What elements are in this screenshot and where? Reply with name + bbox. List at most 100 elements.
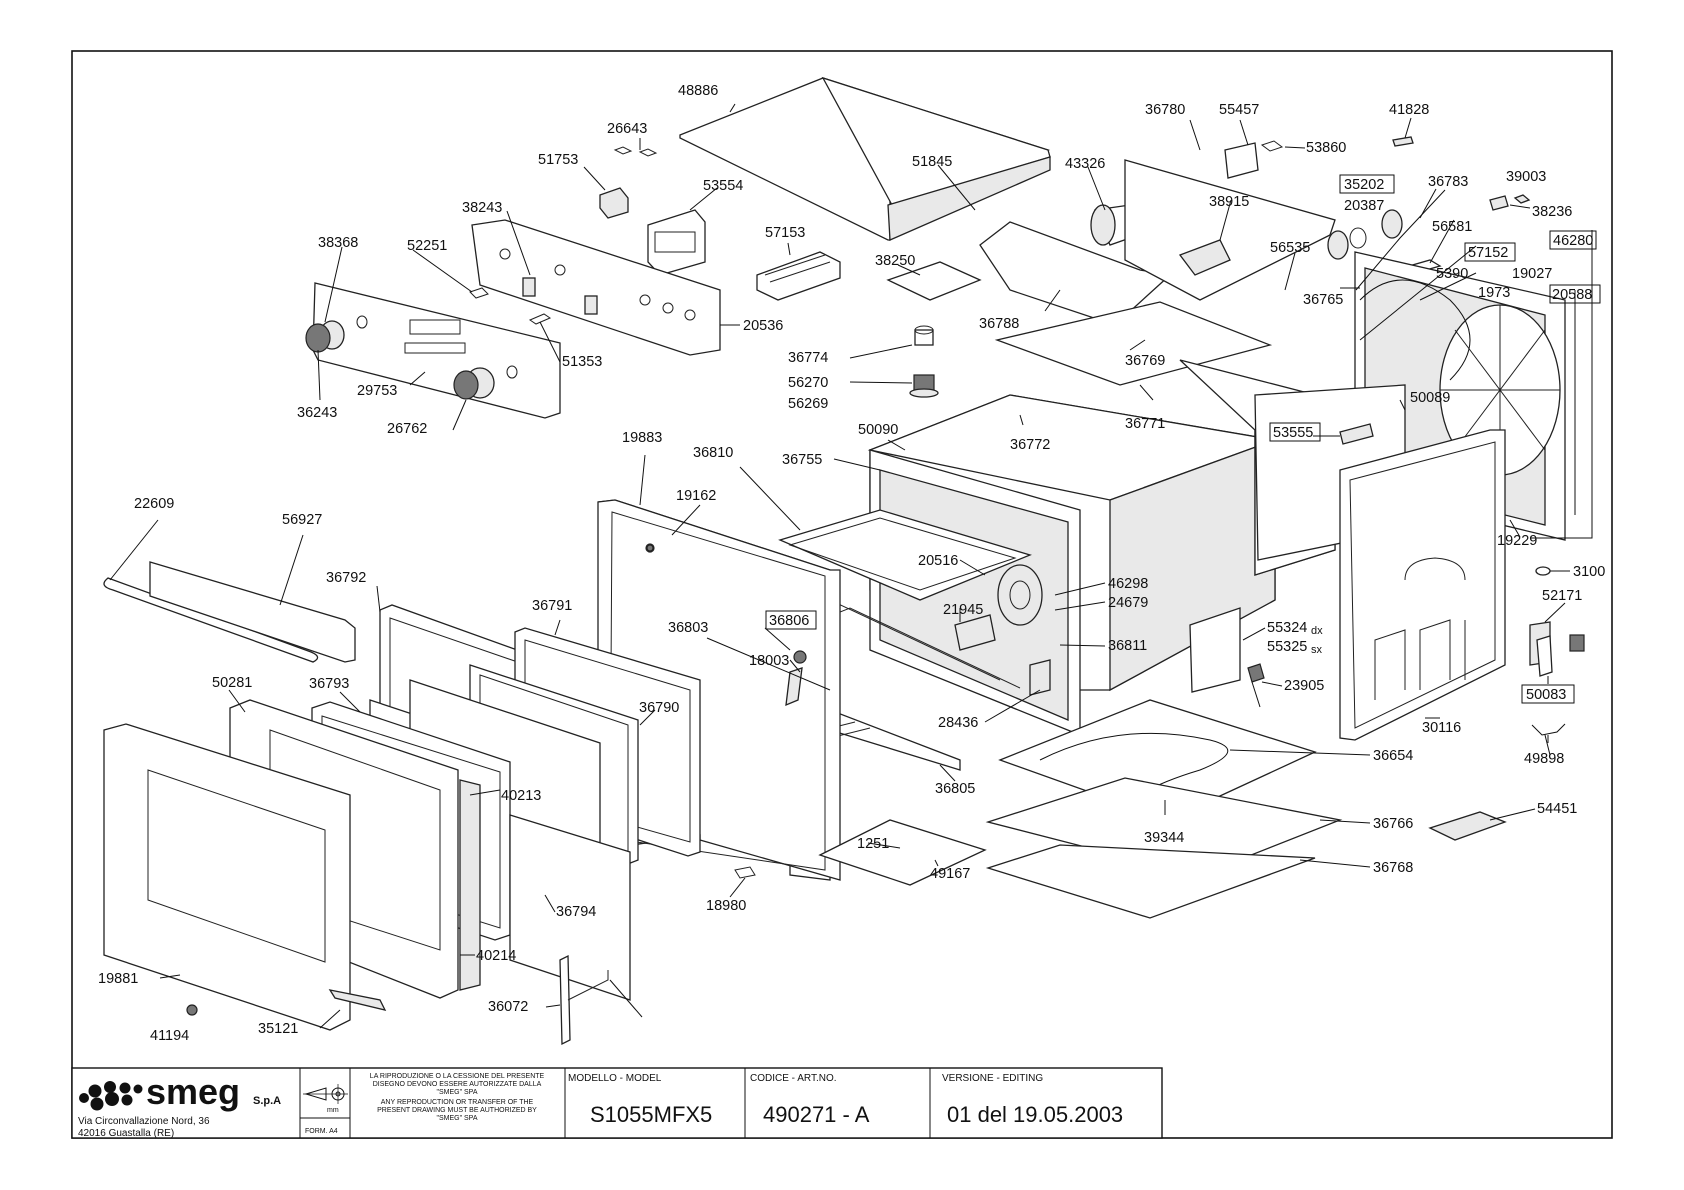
part-label: 18980	[706, 898, 746, 914]
part-label: 36774	[788, 350, 828, 366]
part-label: 51753	[538, 152, 578, 168]
part-label: 54451	[1537, 801, 1577, 817]
part-label: 50090	[858, 422, 898, 438]
brand-wordmark: smeg	[146, 1071, 240, 1112]
parts-drawing	[103, 76, 1585, 1046]
title-block: smeg S.p.A Via Circonvallazione Nord, 36…	[71, 1067, 1163, 1139]
part-label: 26643	[607, 121, 647, 137]
part-label: 24679	[1108, 595, 1148, 611]
part-label: 52251	[407, 238, 447, 254]
part-label: 53554	[703, 178, 743, 194]
part-label: 36790	[639, 700, 679, 716]
projection-symbol-icon	[303, 1084, 348, 1104]
part-label: 36766	[1373, 816, 1413, 832]
model-value: S1055MFX5	[590, 1102, 712, 1127]
part-label: 53860	[1306, 140, 1346, 156]
part-label: 30116	[1422, 720, 1461, 736]
part-label: sx	[1311, 644, 1323, 656]
leader-lines	[109, 103, 1601, 1029]
part-label: 36788	[979, 316, 1019, 332]
address-line-1: Via Circonvallazione Nord, 36	[78, 1116, 210, 1127]
code-value: 490271 - A	[763, 1102, 870, 1127]
part-label: 48886	[678, 83, 718, 99]
part-label: 39344	[1144, 830, 1184, 846]
part-label: 36791	[532, 598, 572, 614]
notice-it-2: DISEGNO DEVONO ESSERE AUTORIZZATE DALLA	[373, 1081, 542, 1088]
smeg-logo: smeg S.p.A	[79, 1071, 281, 1112]
part-label: 40213	[501, 788, 541, 804]
part-label: 43326	[1065, 156, 1105, 172]
part-label: 56535	[1270, 240, 1310, 256]
part-label: 1251	[857, 836, 889, 852]
part-label: 36765	[1303, 292, 1343, 308]
part-label: 51845	[912, 154, 952, 170]
part-label: 41194	[150, 1028, 189, 1044]
part-label: 28436	[938, 715, 978, 731]
part-label: 20516	[918, 553, 958, 569]
part-label: 57152	[1468, 245, 1508, 261]
part-label: 35121	[258, 1021, 298, 1037]
part-label: 29753	[357, 383, 397, 399]
part-label: 23905	[1284, 678, 1324, 694]
part-label: 52171	[1542, 588, 1582, 604]
part-label: 21945	[943, 602, 983, 618]
part-label: 20387	[1344, 198, 1384, 214]
notice-en-2: PRESENT DRAWING MUST BE AUTHORIZED BY	[377, 1107, 537, 1114]
part-label: 36810	[693, 445, 733, 461]
part-label: 19162	[676, 488, 716, 504]
part-label: 55324	[1267, 620, 1307, 636]
unit-label: mm	[327, 1107, 339, 1114]
model-header: MODELLO - MODEL	[568, 1073, 662, 1084]
part-label: 3100	[1573, 564, 1605, 580]
part-label: 36769	[1125, 353, 1165, 369]
version-header: VERSIONE - EDITING	[942, 1073, 1043, 1084]
part-label: 38915	[1209, 194, 1249, 210]
part-label: 50083	[1526, 687, 1566, 703]
part-label: 56581	[1432, 219, 1472, 235]
notice-it-1: LA RIPRODUZIONE O LA CESSIONE DEL PRESEN…	[370, 1073, 545, 1080]
part-label: 57153	[765, 225, 805, 241]
part-label: 36792	[326, 570, 366, 586]
part-label: 46280	[1553, 233, 1593, 249]
format-label: FORM. A4	[305, 1128, 338, 1135]
part-label: 56270	[788, 375, 828, 391]
part-label: 38368	[318, 235, 358, 251]
part-label: 19229	[1497, 533, 1537, 549]
part-label: 36794	[556, 904, 596, 920]
part-label: 22609	[134, 496, 174, 512]
part-label: 53555	[1273, 425, 1313, 441]
part-label: 36768	[1373, 860, 1413, 876]
part-label: 20536	[743, 318, 783, 334]
version-value: 01 del 19.05.2003	[947, 1102, 1123, 1127]
code-header: CODICE - ART.NO.	[750, 1073, 837, 1084]
part-label: dx	[1311, 625, 1323, 637]
part-label: 36780	[1145, 102, 1185, 118]
part-label: 36793	[309, 676, 349, 692]
part-label: 46298	[1108, 576, 1148, 592]
part-label: 38243	[462, 200, 502, 216]
part-label: 39003	[1506, 169, 1546, 185]
part-label: 50089	[1410, 390, 1450, 406]
part-label: 49167	[930, 866, 970, 882]
part-label: 35202	[1344, 177, 1384, 193]
part-label: 49898	[1524, 751, 1564, 767]
part-label: 36803	[668, 620, 708, 636]
part-label: 20588	[1552, 287, 1592, 303]
part-label: 36805	[935, 781, 975, 797]
part-labels: 48886 26643 51753 53554 38243 52251 3836…	[98, 83, 1605, 1044]
part-label: 36783	[1428, 174, 1468, 190]
part-label: 55325	[1267, 639, 1307, 655]
part-label: 36771	[1125, 416, 1165, 432]
part-label: 36811	[1108, 638, 1147, 654]
part-label: 36243	[297, 405, 337, 421]
part-label: 19883	[622, 430, 662, 446]
part-label: 36654	[1373, 748, 1413, 764]
part-label: 38236	[1532, 204, 1572, 220]
address-line-2: 42016 Guastalla (RE)	[78, 1128, 174, 1139]
part-label: 36072	[488, 999, 528, 1015]
part-label: 36806	[769, 613, 809, 629]
part-label: 5390	[1436, 266, 1468, 282]
notice-it-3: "SMEG" SPA	[436, 1089, 477, 1096]
part-label: 19027	[1512, 266, 1552, 282]
